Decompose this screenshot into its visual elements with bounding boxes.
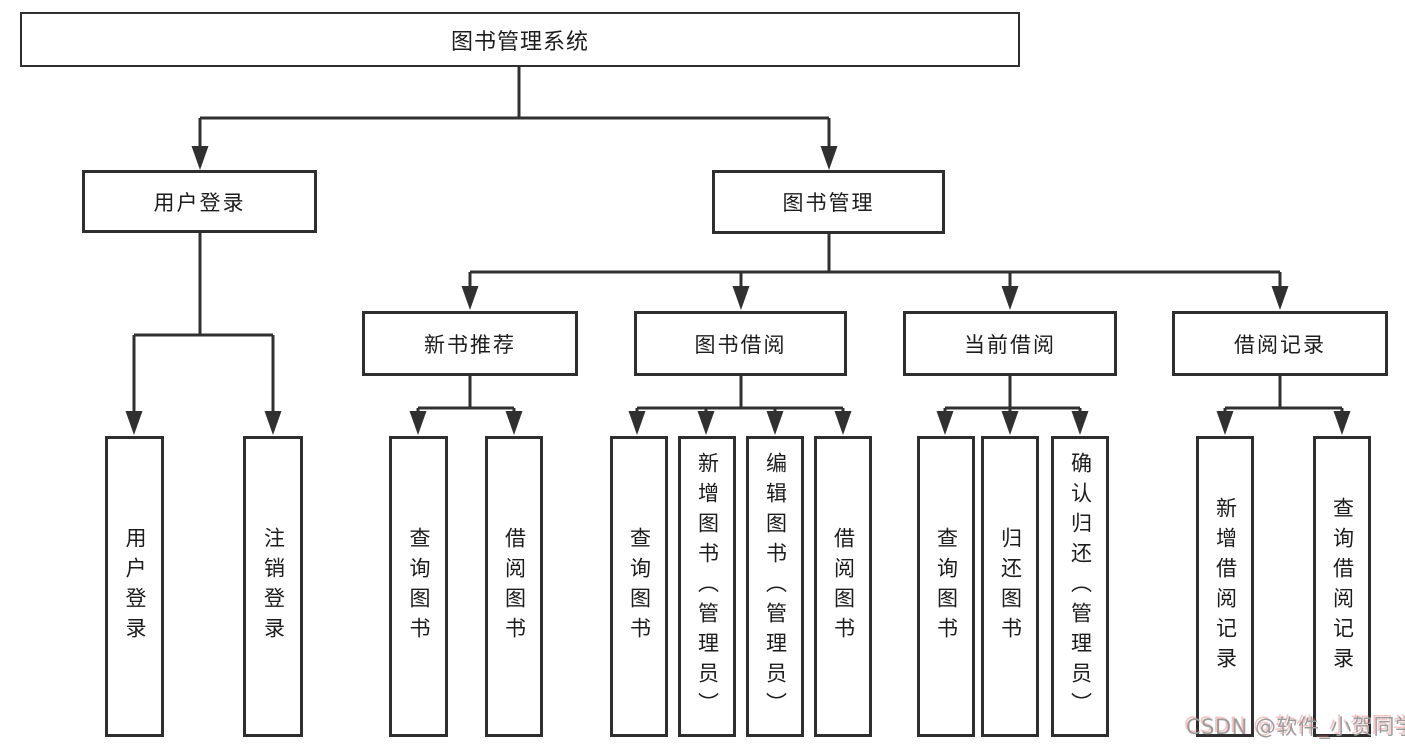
leaf-query-borrow-record: 查询借阅记录 — [1313, 436, 1371, 737]
leaf-query-books-recommend: 查询图书 — [389, 436, 448, 737]
leaf-label: 查询图书 — [407, 526, 431, 647]
leaf-edit-books-admin: 编辑图书（管理员） — [746, 436, 804, 737]
leaf-label: 借阅图书 — [502, 526, 527, 647]
leaf-user-login: 用户登录 — [105, 436, 164, 737]
leaf-logout: 注销登录 — [243, 436, 303, 737]
leaf-query-books-current: 查询图书 — [917, 436, 975, 737]
node-label: 借阅记录 — [1234, 332, 1326, 357]
csdn-watermark: CSDN @软件_小贺同学 — [1186, 715, 1405, 739]
leaf-label: 新增借阅记录 — [1213, 496, 1238, 677]
leaf-query-books-borrow: 查询图书 — [610, 436, 668, 737]
node-new-book-recommendation: 新书推荐 — [362, 311, 578, 376]
node-user-login: 用户登录 — [82, 170, 317, 233]
leaf-label: 归还图书 — [998, 526, 1023, 647]
leaf-label: 用户登录 — [123, 526, 147, 647]
leaf-add-books-admin: 新增图书（管理员） — [678, 436, 736, 737]
node-label: 图书管理 — [782, 191, 875, 215]
leaf-label: 查询图书 — [934, 526, 959, 647]
node-label: 用户登录 — [153, 190, 246, 215]
node-book-borrowing: 图书借阅 — [634, 311, 847, 376]
node-current-borrowing: 当前借阅 — [903, 311, 1117, 376]
leaf-label: 查询图书 — [627, 526, 652, 647]
leaf-return-books: 归还图书 — [981, 436, 1039, 737]
leaf-confirm-return-admin: 确认归还（管理员） — [1051, 436, 1109, 737]
connector-edges — [132, 67, 1344, 416]
leaf-label: 借阅图书 — [831, 526, 856, 647]
node-label: 当前借阅 — [964, 332, 1056, 357]
node-label: 新书推荐 — [424, 332, 516, 357]
leaf-label: 编辑图书（管理员） — [763, 451, 788, 722]
node-label: 图书借阅 — [694, 332, 787, 357]
leaf-borrow-books: 借阅图书 — [814, 436, 872, 737]
leaf-add-borrow-record: 新增借阅记录 — [1196, 436, 1254, 737]
node-library-management-system: 图书管理系统 — [20, 12, 1020, 67]
node-book-management: 图书管理 — [712, 170, 945, 234]
leaf-borrow-books-recommend: 借阅图书 — [485, 436, 543, 737]
connector-arrowheads — [125, 146, 1351, 435]
node-label: 图书管理系统 — [450, 29, 589, 55]
leaf-label: 查询借阅记录 — [1330, 496, 1355, 677]
leaf-label: 新增图书（管理员） — [695, 451, 720, 722]
leaf-label: 注销登录 — [261, 526, 286, 647]
leaf-label: 确认归还（管理员） — [1068, 451, 1093, 722]
node-borrowing-records: 借阅记录 — [1172, 311, 1388, 376]
